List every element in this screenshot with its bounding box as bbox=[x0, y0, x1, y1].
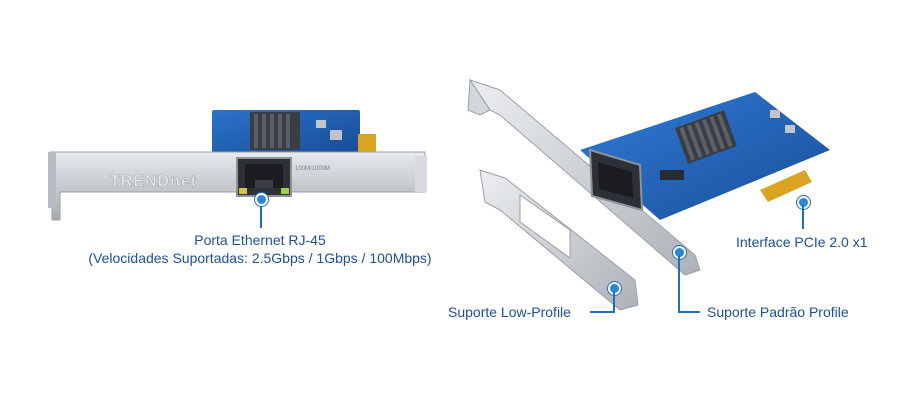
pcie-contacts bbox=[760, 170, 812, 202]
network-card-angled-image bbox=[467, 78, 830, 311]
standard-bracket bbox=[468, 79, 701, 276]
pcie-label: Interface PCIe 2.0 x1 bbox=[736, 234, 868, 250]
low-profile-callout-line-vertical bbox=[613, 292, 615, 312]
pcie-callout-line bbox=[802, 205, 804, 229]
standard-bracket-label: Suporte Padrão Profile bbox=[707, 304, 849, 320]
speed-print: 100M/1000M bbox=[295, 166, 330, 172]
port-callout-dot bbox=[255, 193, 268, 206]
low-profile-callout-line-horizontal bbox=[590, 311, 615, 313]
brand-emboss: TRENDnet bbox=[110, 173, 197, 190]
network-card-front-image: TRENDnet 100M/1000M bbox=[48, 110, 427, 221]
standard-bracket-callout-line-vertical bbox=[678, 256, 680, 312]
port-label: Porta Ethernet RJ-45 bbox=[194, 232, 326, 248]
standard-bracket-callout-line-horizontal bbox=[678, 311, 700, 313]
speed-label: (Velocidades Suportadas: 2.5Gbps / 1Gbps… bbox=[88, 250, 432, 266]
port-callout-line bbox=[260, 200, 262, 228]
low-profile-label: Suporte Low-Profile bbox=[448, 304, 571, 320]
pcie-contacts bbox=[358, 134, 376, 154]
